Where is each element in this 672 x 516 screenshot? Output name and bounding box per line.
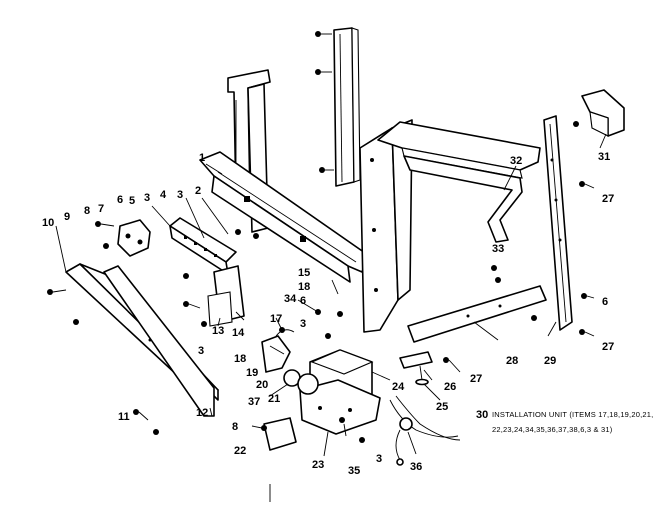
callout-23: 23 <box>312 459 324 471</box>
callout-14: 14 <box>232 327 245 339</box>
note-number: 30 <box>476 409 488 421</box>
callout-33: 33 <box>492 243 504 255</box>
callout-11: 11 <box>118 411 130 423</box>
main-cross-frame <box>199 151 369 283</box>
callout-1: 1 <box>199 152 205 164</box>
callout-10: 10 <box>42 217 54 229</box>
callout-36: 36 <box>410 461 422 473</box>
callout-22: 22 <box>234 445 246 457</box>
callout-37: 37 <box>248 396 260 408</box>
callout-34: 34 <box>284 293 297 305</box>
callout-27: 27 <box>602 193 614 205</box>
callout-8: 8 <box>84 205 90 217</box>
bottom-rail <box>407 285 547 343</box>
side-bar <box>103 265 215 417</box>
callout-24: 24 <box>392 381 405 393</box>
control-box <box>299 349 381 435</box>
leader-lines <box>55 133 607 502</box>
callout-35: 35 <box>348 465 360 477</box>
callout-18: 18 <box>234 353 246 365</box>
switch-bracket <box>117 219 151 257</box>
callout-19: 19 <box>246 367 258 379</box>
callout-26: 26 <box>444 381 456 393</box>
leveling-foot <box>399 351 433 386</box>
callout-32: 32 <box>510 155 522 167</box>
callout-numbers: 1 2 3 3 4 5 6 7 8 9 10 11 12 3 13 14 15 … <box>42 151 614 477</box>
callout-5: 5 <box>129 195 135 207</box>
callout-25: 25 <box>436 401 448 413</box>
note-line-2: 22,23,24,34,35,36,37,38,6,3 & 31) <box>492 425 613 434</box>
callout-15: 15 <box>298 267 310 279</box>
callout-31: 31 <box>598 151 610 163</box>
callout-27: 27 <box>470 373 482 385</box>
wire-harness <box>389 395 461 466</box>
callout-6: 6 <box>602 296 608 308</box>
callout-28: 28 <box>506 355 518 367</box>
callout-2: 2 <box>195 185 201 197</box>
installation-note: 30 INSTALLATION UNIT (ITEMS 17,18,19,20,… <box>476 409 653 434</box>
callout-21: 21 <box>268 393 280 405</box>
callout-27: 27 <box>602 341 614 353</box>
lower-mount-plate <box>207 265 245 327</box>
note-line-1: INSTALLATION UNIT (ITEMS 17,18,19,20,21, <box>492 410 653 419</box>
screws <box>47 31 595 443</box>
callout-3: 3 <box>300 318 306 330</box>
callout-8: 8 <box>232 421 238 433</box>
rear-vertical-channel <box>333 27 361 187</box>
small-plate <box>263 417 297 451</box>
diagonal-brace <box>403 155 523 243</box>
callout-3: 3 <box>144 192 150 204</box>
callout-13: 13 <box>212 325 224 337</box>
callout-6: 6 <box>117 194 123 206</box>
callout-7: 7 <box>98 203 104 215</box>
callout-12: 12 <box>196 407 208 419</box>
callout-20: 20 <box>256 379 268 391</box>
callout-17: 17 <box>270 313 282 325</box>
top-rail <box>377 121 541 179</box>
terminal-block <box>169 217 237 275</box>
callout-18: 18 <box>298 281 310 293</box>
right-vertical-rail <box>543 115 573 331</box>
valve-assembly <box>261 329 319 395</box>
callout-9: 9 <box>64 211 70 223</box>
callout-6: 6 <box>300 295 306 307</box>
callout-29: 29 <box>544 355 556 367</box>
callout-4: 4 <box>160 189 167 201</box>
corner-bracket <box>581 89 625 137</box>
callout-3: 3 <box>376 453 382 465</box>
callout-3: 3 <box>177 189 183 201</box>
callout-3: 3 <box>198 345 204 357</box>
